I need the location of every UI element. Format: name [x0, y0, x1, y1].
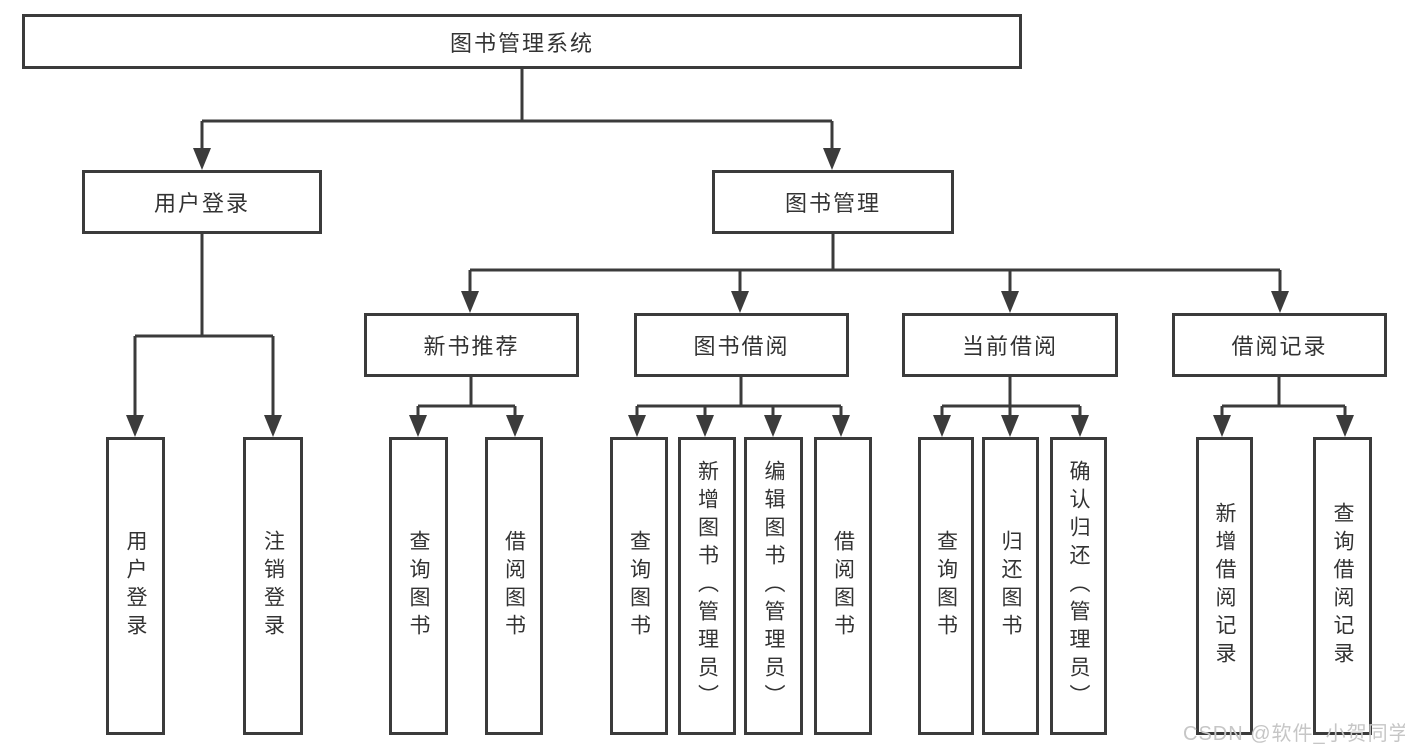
- leaf-label: 查询借阅记录: [1331, 502, 1354, 670]
- leaf-label: 查询图书: [627, 530, 651, 642]
- arrowhead: [823, 148, 841, 170]
- node-label: 图书借阅: [693, 334, 790, 359]
- arrowhead: [409, 415, 427, 437]
- arrowhead: [193, 148, 211, 170]
- leaf-borrow-book-1: 借阅图书: [485, 437, 543, 735]
- leaf-add-book-admin: 新增图书（管理员）: [678, 437, 736, 735]
- leaf-query-book-2: 查询图书: [610, 437, 668, 735]
- leaf-add-borrow-record: 新增借阅记录: [1196, 437, 1253, 735]
- leaf-label: 新增借阅记录: [1213, 502, 1236, 670]
- edges-root-to-level2: [193, 69, 841, 170]
- arrowhead: [1001, 291, 1019, 313]
- leaf-edit-book-admin: 编辑图书（管理员）: [744, 437, 803, 735]
- leaf-query-book-3: 查询图书: [918, 437, 974, 735]
- leaf-user-login: 用户登录: [106, 437, 165, 735]
- leaf-label: 查询图书: [407, 530, 430, 642]
- leaf-label: 用户登录: [124, 530, 147, 642]
- arrowhead: [1071, 415, 1089, 437]
- arrowhead: [264, 415, 282, 437]
- arrowhead: [696, 415, 714, 437]
- node-borrow-record: 借阅记录: [1172, 313, 1387, 377]
- leaf-logout: 注销登录: [243, 437, 303, 735]
- arrowhead: [731, 291, 749, 313]
- node-book-management: 图书管理: [712, 170, 954, 234]
- node-label: 借阅记录: [1231, 334, 1328, 359]
- edges-book-borrow-branch: [628, 377, 850, 437]
- leaf-return-book: 归还图书: [982, 437, 1039, 735]
- arrowhead: [628, 415, 646, 437]
- leaf-label: 归还图书: [999, 530, 1022, 642]
- node-label: 图书管理: [784, 191, 881, 216]
- arrowhead: [506, 415, 524, 437]
- node-label: 新书推荐: [423, 334, 520, 359]
- leaf-query-borrow-record: 查询借阅记录: [1313, 437, 1372, 735]
- leaf-confirm-return-admin: 确认归还（管理员）: [1050, 437, 1107, 735]
- leaf-label: 借阅图书: [502, 530, 526, 642]
- leaf-query-book-1: 查询图书: [389, 437, 448, 735]
- node-current-borrow: 当前借阅: [902, 313, 1118, 377]
- arrowhead: [1271, 291, 1289, 313]
- arrowhead: [933, 415, 951, 437]
- arrowhead: [764, 415, 782, 437]
- csdn-watermark: CSDN @软件_小贺同学: [1183, 723, 1405, 745]
- edges-current-borrow-branch: [933, 377, 1089, 437]
- arrowhead: [1336, 415, 1354, 437]
- edges-book-management-branch: [461, 234, 1289, 313]
- leaf-label: 确认归还（管理员）: [1067, 460, 1090, 712]
- arrowhead: [1001, 415, 1019, 437]
- node-label: 用户登录: [153, 191, 250, 216]
- leaf-label: 查询图书: [934, 530, 958, 642]
- node-book-borrow: 图书借阅: [634, 313, 849, 377]
- node-user-login: 用户登录: [82, 170, 322, 234]
- node-library-system: 图书管理系统: [22, 14, 1022, 69]
- arrowhead: [832, 415, 850, 437]
- leaf-borrow-book-2: 借阅图书: [814, 437, 872, 735]
- node-label: 当前借阅: [961, 334, 1058, 359]
- edges-new-book-branch: [409, 377, 524, 437]
- leaf-label: 注销登录: [261, 530, 285, 642]
- arrowhead: [461, 291, 479, 313]
- arrowhead: [1213, 415, 1231, 437]
- leaf-label: 新增图书（管理员）: [695, 460, 719, 712]
- leaf-label: 编辑图书（管理员）: [762, 460, 785, 712]
- node-new-book-recommend: 新书推荐: [364, 313, 579, 377]
- arrowhead: [126, 415, 144, 437]
- leaf-label: 借阅图书: [831, 530, 855, 642]
- edges-borrow-record-branch: [1213, 377, 1354, 437]
- node-label: 图书管理系统: [449, 30, 594, 56]
- edges-user-login-branch: [126, 234, 282, 437]
